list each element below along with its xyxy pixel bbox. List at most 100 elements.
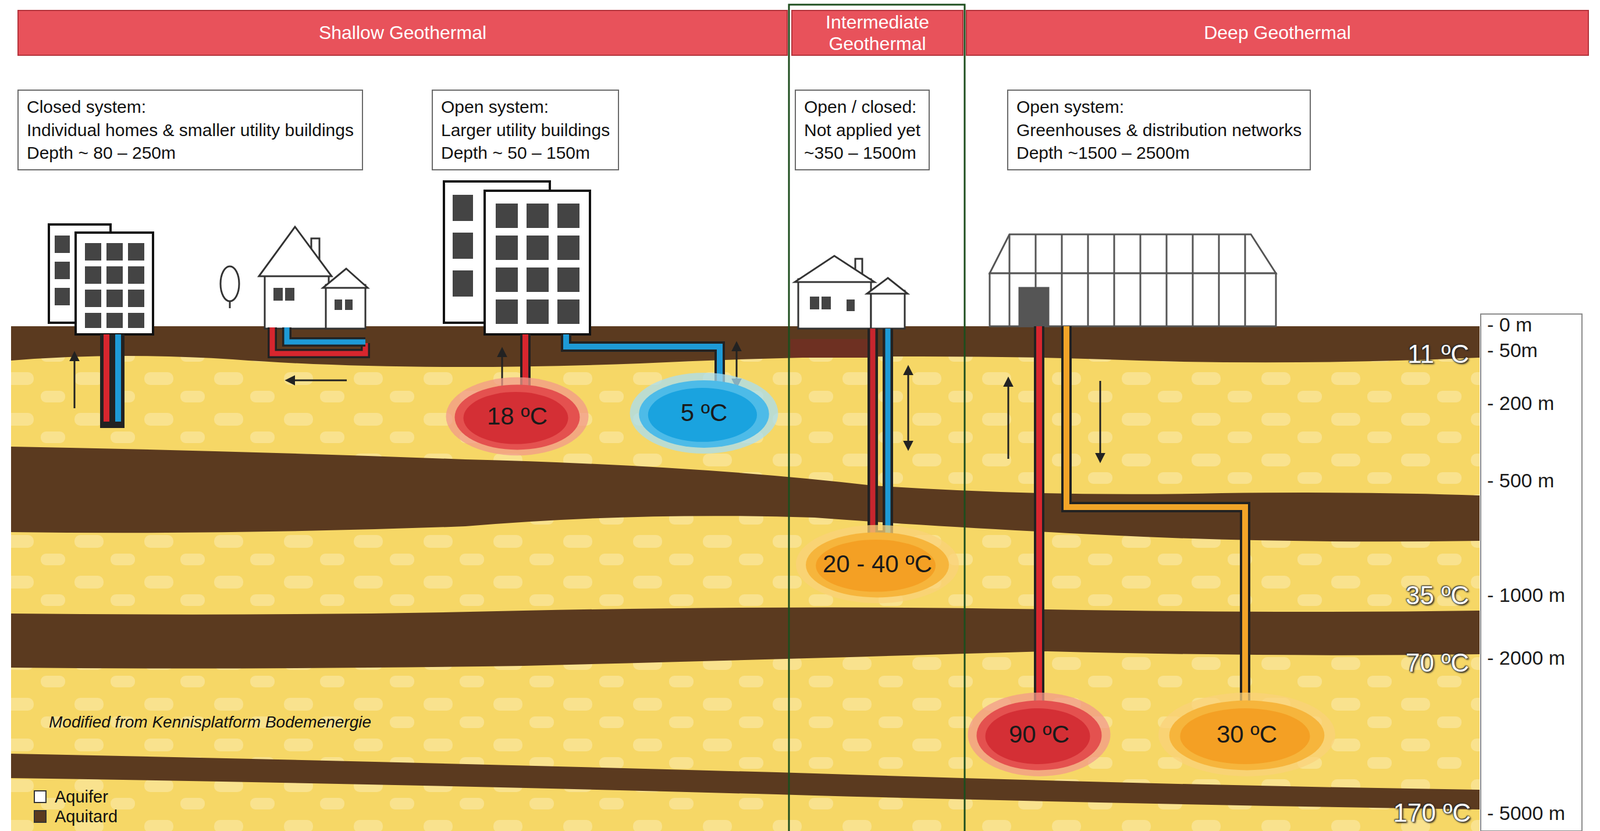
box-line: Larger utility buildings (441, 118, 610, 142)
family-house (258, 226, 368, 329)
flow-arrows (74, 343, 1101, 462)
header-text: Deep Geothermal (1203, 22, 1351, 44)
legend-text: Aquifer (54, 787, 109, 807)
large-utility-buildings-part-part (557, 267, 580, 293)
thermal-reservoir: 18 ºC (444, 375, 590, 458)
legend-text: Aquitard (54, 807, 118, 827)
temperature-label: 5 ºC (680, 399, 728, 428)
system-info-box: Open / closed:Not applied yet~350 – 1500… (794, 89, 930, 171)
temperature-marker: 170 ºC (1393, 798, 1471, 828)
greenhouse-part-part (1008, 234, 1011, 327)
doublet-wells-part (1066, 326, 1246, 713)
small-office-building-part-part (128, 243, 145, 261)
small-office-building-part-part (106, 243, 123, 261)
box-heading: Open system: (441, 95, 610, 119)
large-utility-buildings-part-part (452, 270, 474, 297)
small-office-building-part-part (128, 313, 145, 329)
horizontal-loop-pipe (272, 327, 366, 354)
large-utility-buildings-part-part (557, 203, 580, 229)
legend-row: Aquitard (33, 807, 118, 827)
large-utility-buildings-part-part (557, 299, 580, 325)
small-office-building-part-part (106, 313, 123, 329)
flow-arrows-part (286, 379, 347, 382)
small-office-building-part-part (128, 266, 145, 284)
reservoir-shape-part (985, 708, 1091, 765)
small-office-building-part-part (84, 313, 102, 329)
temperature-marker: 35 ºC (1405, 581, 1470, 611)
thermal-reservoir: 90 ºC (966, 691, 1112, 779)
tree-part (220, 266, 240, 302)
family-house-part-part (273, 288, 283, 301)
greenhouse-part-part (1165, 234, 1168, 327)
horizontal-loop-pipe-part (272, 327, 366, 354)
closed-loop-pipe-part (103, 334, 110, 422)
reservoir-shape-part (446, 377, 589, 456)
box-line: Depth ~ 50 – 150m (441, 141, 610, 165)
small-office-building-part (54, 261, 70, 280)
flow-arrows-part (907, 367, 910, 450)
large-utility-buildings-part-part (452, 232, 474, 259)
region-header: Deep Geothermal (965, 9, 1589, 56)
box-line: Depth ~1500 – 2500m (1016, 141, 1302, 165)
ground-layers-part (11, 326, 1480, 831)
reservoir-shape-part (648, 388, 757, 443)
box-line: Greenhouses & distribution networks (1016, 118, 1302, 142)
box-heading: Closed system: (26, 95, 354, 119)
header-text: Shallow Geothermal (318, 22, 487, 44)
reservoir-shape-part (968, 692, 1111, 777)
temperature-label: 18 ºC (486, 402, 548, 431)
reservoir-shape-part (630, 372, 779, 454)
large-utility-buildings-part-part (495, 267, 518, 293)
small-office-building-part-part (84, 266, 102, 284)
large-utility-buildings-part-part (526, 203, 549, 229)
reservoir-shape-part (1169, 701, 1325, 771)
intermediate-column-frame-part (788, 4, 965, 831)
thermal-reservoir: 30 ºC (1156, 691, 1338, 779)
small-office-building-part-part (84, 243, 102, 261)
box-line: Individual homes & smaller utility build… (26, 118, 354, 142)
greenhouse-part-part (1087, 234, 1090, 327)
system-info-box: Open system:Greenhouses & distribution n… (1007, 89, 1311, 171)
intermediate-house-part (866, 278, 908, 294)
large-utility-buildings-part-part (557, 235, 580, 261)
flow-arrows-part (73, 353, 76, 409)
source-note: Modified from Kennisplatform Bodemenergi… (48, 713, 372, 732)
greenhouse-part-part (1192, 234, 1194, 327)
depth-tick: - 5000 m (1487, 802, 1566, 826)
system-info-box: Open system:Larger utility buildingsDept… (431, 89, 620, 171)
intermediate-borehole-pipe-part (870, 328, 876, 536)
depth-tick: - 50m (1487, 339, 1538, 362)
reservoir-shape-part (976, 701, 1102, 771)
family-house-part (322, 268, 368, 288)
ground-layers-part (11, 446, 1480, 542)
small-office-building (48, 224, 154, 335)
family-house-part (258, 226, 332, 277)
header-text: Intermediate Geothermal (792, 11, 963, 55)
legend-row: Aquifer (33, 787, 109, 807)
horizontal-loop-pipe-part (286, 327, 366, 343)
large-utility-buildings-part (495, 203, 580, 325)
intermediate-borehole-pipe (872, 328, 888, 536)
flow-arrows-part (1007, 378, 1010, 460)
thermal-reservoir: 5 ºC (628, 371, 780, 456)
large-utility-buildings-part-part (526, 235, 549, 261)
box-heading: Open / closed: (804, 95, 921, 119)
reservoir-shape-part (463, 392, 569, 445)
intermediate-house-part-part (821, 296, 831, 310)
large-utility-buildings-part-part (452, 194, 474, 222)
large-utility-buildings-part (452, 194, 474, 297)
large-utility-buildings-part-part (526, 267, 549, 293)
reservoir-shape-part (815, 539, 936, 593)
legend-swatch (33, 790, 47, 804)
box-line: ~350 – 1500m (804, 141, 921, 165)
closed-loop-pipe-part (115, 334, 122, 422)
small-office-building-part-part (106, 289, 123, 308)
depth-tick: - 200 m (1487, 392, 1555, 415)
greenhouse-part (1019, 288, 1049, 327)
closed-loop-pipe-part (106, 334, 119, 422)
small-office-building-part-part (106, 266, 123, 284)
greenhouse-part-part (1139, 234, 1142, 327)
large-utility-buildings-part-part (526, 299, 549, 325)
reservoir-shape-part (1158, 692, 1336, 777)
intermediate-house-part (809, 296, 855, 312)
